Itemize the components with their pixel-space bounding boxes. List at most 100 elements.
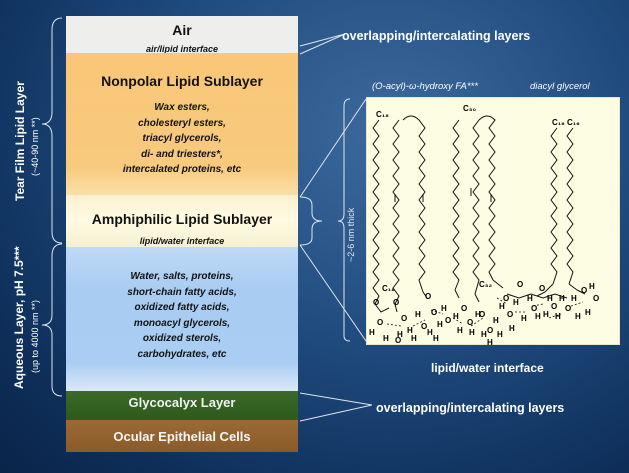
chain-c32	[472, 119, 480, 295]
oxygen-atom-label: O	[531, 304, 538, 313]
chain-c18-left	[372, 119, 380, 305]
nonpolar-lipid-sublayer: Nonpolar Lipid Sublayer Wax esters, chol…	[66, 53, 298, 195]
hydrogen-atom-label: H	[411, 334, 417, 343]
oxygen-atom-label: O	[401, 314, 408, 323]
air-layer-title: Air	[172, 22, 192, 38]
amph-to-box-lower-line	[299, 244, 367, 342]
oxygen-atom-label: O	[479, 310, 486, 319]
hydrogen-atom-label: H	[571, 294, 577, 303]
chain-dag-1	[550, 127, 558, 285]
oxygen-atom-label: O	[593, 294, 600, 303]
chain-label-c16-b: C₁₆	[567, 118, 580, 127]
thickness-brace	[337, 98, 351, 342]
hydrogen-atom-label: H	[487, 338, 493, 347]
oxygen-atom-label: O	[377, 318, 384, 327]
hydrogen-atom-label: H	[415, 310, 421, 319]
nonpolar-item: cholesteryl esters,	[138, 117, 226, 129]
chain-label-c16-a: C₁₆	[552, 118, 565, 127]
hydrogen-atom-label: H	[469, 328, 475, 337]
top-overlap-label: overlapping/intercalating layers	[342, 29, 531, 43]
oahfa-label: (O-acyl)-ω-hydroxy FA***	[372, 81, 478, 92]
hydrogen-atom-label: H	[397, 330, 403, 339]
amph-to-box-upper-line	[299, 98, 367, 198]
hydrogen-atom-label: H	[383, 334, 389, 343]
hydrogen-atom-label: H	[543, 310, 549, 319]
hydrogen-atom-label: H	[509, 324, 515, 333]
oxygen-atom-label: O	[539, 284, 546, 293]
chain-c30	[452, 119, 460, 291]
oxygen-atom-label: O	[395, 336, 402, 345]
aqueous-layer-brace	[41, 243, 63, 397]
nonpolar-item: di- and triesters*,	[141, 148, 223, 160]
nonpolar-item: Wax esters,	[154, 102, 210, 113]
hydrogen-atom-label: H	[575, 312, 581, 321]
oxygen-atom-label: O	[487, 326, 494, 335]
hydrogen-atom-label: H	[497, 330, 503, 339]
amphiphilic-lipid-sublayer: Amphiphilic Lipid Sublayer lipid/water i…	[66, 195, 298, 247]
head-group-bonds	[374, 279, 586, 313]
hydrogen-atom-label: H	[585, 308, 591, 317]
aqueous-item: short-chain fatty acids,	[127, 286, 237, 298]
hydrogen-atom-label: H	[453, 312, 459, 321]
oxygen-atom-label: O	[507, 310, 514, 319]
hydrogen-atom-label: H	[369, 328, 375, 337]
aqueous-item: oxidized fatty acids,	[134, 302, 230, 314]
oxygen-atom-label: O	[461, 304, 468, 313]
oxygen-atom-label: O	[565, 304, 572, 313]
hydrogen-atom-label: H	[437, 320, 443, 329]
hydrogen-bonds	[386, 297, 584, 327]
hydrogen-atom-label: H	[493, 316, 499, 325]
aqueous-item: monoacyl glycerols,	[133, 317, 231, 329]
thickness-label: ~2-6 nm thick	[346, 207, 356, 262]
hydrogen-atom-label: H	[457, 326, 463, 335]
aqueous-item: oxidized sterols,	[142, 333, 222, 345]
lipid-water-interface-callout: lipid/water interface	[431, 361, 544, 375]
chain-looped-right	[478, 115, 496, 281]
aqueous-layer: Water, salts, proteins, short-chain fatt…	[66, 247, 298, 391]
glycocalyx-title: Glycocalyx Layer	[128, 395, 236, 410]
ocular-epithelial-cells-layer: Ocular Epithelial Cells	[66, 420, 298, 452]
hydrogen-atom-label: H	[559, 294, 565, 303]
oxygen-atom-label: O	[373, 298, 380, 307]
hydrogen-atom-label: H	[407, 326, 413, 335]
oxygen-atom-label: O	[393, 298, 400, 307]
lipid-layer-brace	[41, 17, 63, 244]
top-overlap-wedge	[299, 33, 346, 55]
chain-label-c18: C₁₈	[376, 110, 389, 119]
hydrogen-atom-label: H	[433, 334, 439, 343]
glycocalyx-layer: Glycocalyx Layer	[66, 391, 298, 420]
oxygen-atom-label: O	[581, 286, 588, 295]
air-lipid-interface-label: air/lipid interface	[145, 44, 219, 54]
oxygen-atom-label: O	[503, 294, 510, 303]
oxygen-atom-label: O	[425, 292, 432, 301]
hydrogen-atom-label: H	[513, 298, 519, 307]
bottom-overlap-label: overlapping/intercalating layers	[376, 401, 565, 415]
chain-oahfa-a	[392, 119, 400, 305]
hydrogen-atom-label: H	[555, 312, 561, 321]
hydrogen-atom-label: H	[499, 302, 505, 311]
chain-dag-2	[566, 127, 574, 285]
oxygen-atom-label: O	[445, 316, 452, 325]
diacyl-glycerol-label: diacyl glycerol	[530, 81, 590, 92]
nonpolar-sublayer-title: Nonpolar Lipid Sublayer	[101, 73, 263, 89]
oxygen-atom-label: O	[551, 302, 558, 311]
aqueous-item: Water, salts, proteins,	[130, 271, 234, 282]
glycerol-backbone	[506, 293, 568, 299]
aqueous-component-list: Water, salts, proteins, short-chain fatt…	[66, 269, 298, 363]
lipid-water-interface-label: lipid/water interface	[139, 236, 225, 246]
chain-label-c32: C₃₂	[479, 280, 493, 289]
double-bonds	[394, 188, 492, 202]
hydrogen-atom-label: H	[527, 294, 533, 303]
nonpolar-item: triacyl glycerols,	[142, 133, 222, 145]
hydrogen-atom-label: H	[589, 282, 595, 291]
chain-oahfa-b	[402, 115, 426, 293]
molecule-drawing	[372, 115, 586, 327]
hydrogen-atom-label: H	[427, 328, 433, 337]
ocular-epithelial-title: Ocular Epithelial Cells	[113, 429, 251, 444]
chain-label-c30: C₃₀	[463, 104, 477, 113]
oxygen-atom-label: O	[421, 322, 428, 331]
hydrogen-atom-label: H	[475, 310, 481, 319]
hydrogen-atom-label: H	[441, 304, 447, 313]
nonpolar-component-list: Wax esters, cholesteryl esters, triacyl …	[66, 100, 298, 178]
